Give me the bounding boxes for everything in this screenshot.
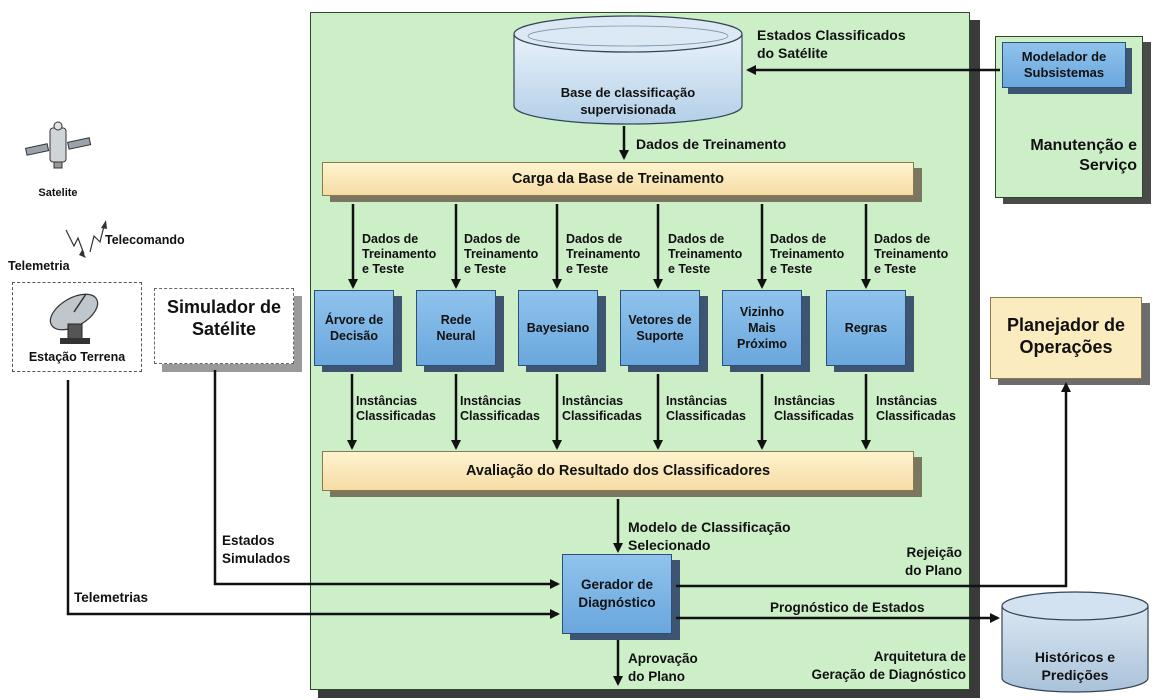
states-simulated-label: Estados Simulados xyxy=(222,533,291,566)
telemetry-label: Telemetria xyxy=(8,259,70,273)
diagnostic-generator: Gerador de Diagnóstico xyxy=(562,554,672,634)
classifier-rules: Regras xyxy=(826,290,906,366)
history-cylinder xyxy=(1000,590,1150,694)
evaluation-bar: Avaliação do Resultado dos Classificador… xyxy=(322,451,914,491)
classified-instances-label-3: Instâncias Classificadas xyxy=(562,394,642,423)
classifier-neural-net: Rede Neural xyxy=(416,290,496,366)
arrow-rejection-to-planner xyxy=(676,382,1071,588)
panel-bottom-shadow xyxy=(318,690,980,698)
plan-rejection-label: Rejeição do Plano xyxy=(905,545,962,578)
classified-states-label: Estados Classificados do Satélite xyxy=(757,27,906,61)
telemetries-label: Telemetrias xyxy=(74,590,149,605)
ground-station-label: Estação Terrena xyxy=(28,350,126,364)
classifier-svm: Vetores de Suporte xyxy=(620,290,700,366)
architecture-label: Arquitetura de Geração de Diagnóstico xyxy=(811,649,966,682)
operations-planner-label: Planejador de Operações xyxy=(1006,315,1126,357)
classifier-decision-tree: Árvore de Decisão xyxy=(314,290,394,366)
lightning-uplink-icon xyxy=(60,210,120,270)
train-test-label-1: Dados de Treinamento e Teste xyxy=(362,232,437,276)
classified-instances-label-5: Instâncias Classificadas xyxy=(774,394,854,423)
satellite-icon xyxy=(18,118,98,184)
subsystem-modeler-box: Modelador de Subsistemas xyxy=(1002,42,1126,88)
train-test-label-4: Dados de Treinamento e Teste xyxy=(668,232,743,276)
classified-instances-label-1: Instâncias Classificadas xyxy=(356,394,436,423)
simulator-label: Simulador de Satélite xyxy=(166,297,282,339)
classification-db-label: Base de classificação supervisionada xyxy=(560,85,696,117)
training-data-label: Dados de Treinamento xyxy=(636,136,787,152)
train-test-label-6: Dados de Treinamento e Teste xyxy=(874,232,949,276)
classifier-bayesian: Bayesiano xyxy=(518,290,598,366)
panel-side-shadow xyxy=(970,20,980,698)
selected-model-label: Modelo de Classificação Selecionado xyxy=(628,519,791,553)
training-load-bar: Carga da Base de Treinamento xyxy=(322,162,914,196)
classifier-knn: Vizinho Mais Próximo xyxy=(722,290,802,366)
training-load-label: Carga da Base de Treinamento xyxy=(512,171,724,187)
train-test-label-5: Dados de Treinamento e Teste xyxy=(770,232,845,276)
history-label: Históricos e Predições xyxy=(1034,649,1116,683)
operations-planner-box xyxy=(990,297,1142,379)
classified-instances-label-6: Instâncias Classificadas xyxy=(876,394,956,423)
arrow-simulator-to-generator xyxy=(213,370,560,589)
plan-approval-label: Aprovação do Plano xyxy=(628,651,698,684)
simulator-box xyxy=(154,288,294,364)
arrow-telemetry-to-generator xyxy=(66,380,560,619)
classified-instances-label-2: Instâncias Classificadas xyxy=(460,394,540,423)
evaluation-label: Avaliação do Resultado dos Classificador… xyxy=(465,463,771,479)
train-test-label-2: Dados de Treinamento e Teste xyxy=(464,232,539,276)
state-prognosis-label: Prognóstico de Estados xyxy=(770,600,925,615)
satellite-label: Satelite xyxy=(38,187,78,199)
satellite-dish-icon xyxy=(40,288,110,348)
train-test-label-3: Dados de Treinamento e Teste xyxy=(566,232,641,276)
classified-instances-label-4: Instâncias Classificadas xyxy=(666,394,746,423)
maintenance-label: Manutenção e Serviço xyxy=(1030,137,1137,174)
classification-db-cylinder xyxy=(512,14,744,126)
telecommand-label: Telecomando xyxy=(105,233,185,247)
